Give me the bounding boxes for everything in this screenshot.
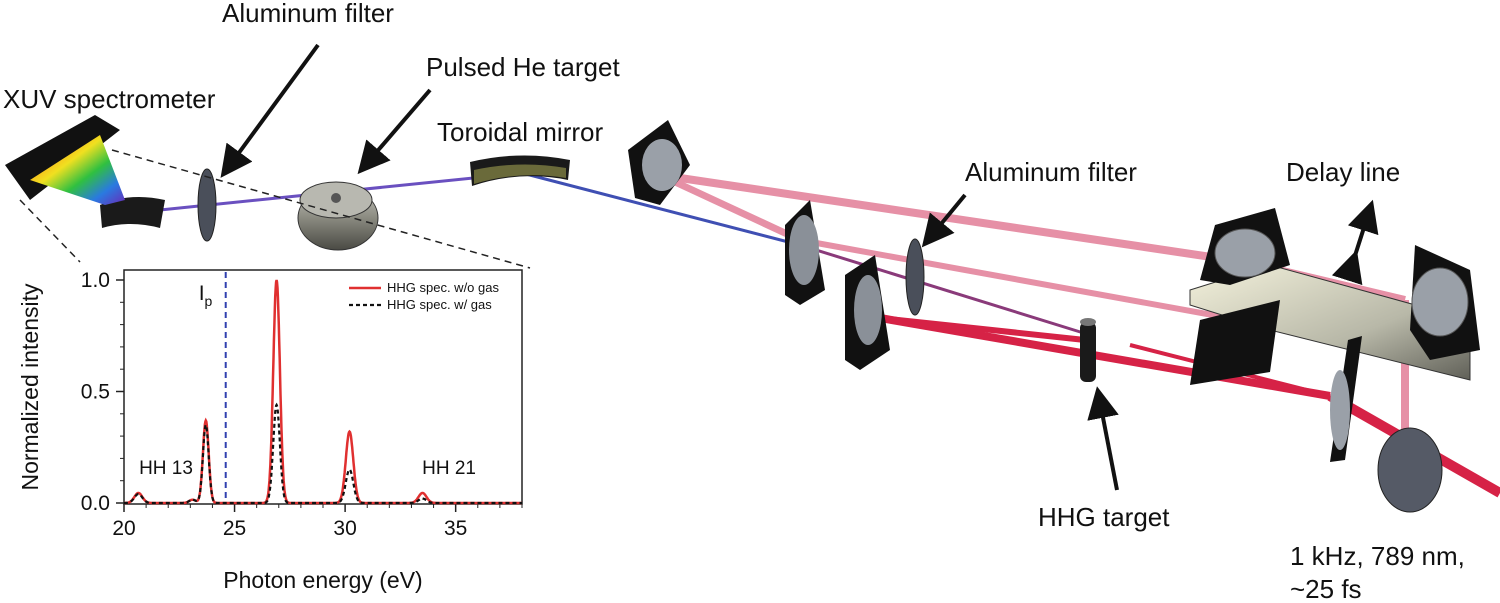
- pink-beam-4: [658, 171, 802, 244]
- label-toroidal-mirror: Toroidal mirror: [437, 117, 603, 147]
- xuv-beam-1: [799, 243, 1091, 337]
- zoom-line-bottom: [19, 199, 81, 263]
- legend-label-without-gas: HHG spec. w/o gas: [387, 280, 499, 295]
- delay-mirror-1-face: [1214, 228, 1276, 278]
- y-tick-label: 0.5: [81, 381, 110, 404]
- label-delay-line: Delay line: [1286, 157, 1400, 187]
- middle-optics: [628, 120, 1096, 382]
- delay-line-assembly: [1189, 208, 1480, 513]
- arrow-he-target: [357, 88, 432, 175]
- x-tick-label: 25: [223, 517, 246, 540]
- label-aluminum-filter-2: Aluminum filter: [965, 157, 1137, 187]
- mirror-a-face: [642, 139, 682, 191]
- arrow-aluminum-filter-1: [220, 43, 320, 178]
- label-xuv-spectrometer: XUV spectrometer: [3, 84, 216, 114]
- label-aluminum-filter-1: Aluminum filter: [222, 0, 394, 28]
- harmonic-label: HH 21: [422, 458, 476, 479]
- steering-mirror-face: [1330, 370, 1350, 450]
- hhg-target-top: [1080, 318, 1096, 326]
- input-mirror: [1377, 427, 1443, 513]
- y-tick-label: 1.0: [81, 269, 110, 292]
- red-beam-to-focus: [879, 314, 1331, 400]
- label-laser-line-2: ~25 fs: [1290, 574, 1362, 603]
- mirror-b-face: [789, 215, 819, 285]
- mirror-c-face: [854, 275, 882, 345]
- x-tick-label: 35: [444, 517, 467, 540]
- red-beam-return: [879, 315, 1086, 343]
- arrow-delay-line: [1331, 199, 1379, 286]
- xuv-beam-2: [521, 171, 801, 247]
- zoom-line-top: [111, 149, 531, 269]
- pink-beam-5: [799, 237, 1241, 323]
- y-tick-label: 0.0: [81, 492, 110, 515]
- left-optics: [5, 115, 570, 251]
- x-tick-label: 30: [333, 517, 356, 540]
- label-pulsed-he-target: Pulsed He target: [426, 52, 620, 82]
- arrow-aluminum-filter-2: [921, 193, 967, 248]
- he-target-nozzle: [331, 193, 341, 203]
- spectrometer-grating: [100, 196, 165, 228]
- y-axis-ticks: 0.0 0.5 1.0: [81, 269, 124, 515]
- plot-frame: [123, 269, 523, 505]
- harmonic-label: HH 13: [139, 458, 193, 479]
- labels: XUV spectrometer Aluminum filter Pulsed …: [3, 0, 1465, 603]
- legend: HHG spec. w/o gas HHG spec. w/ gas: [349, 280, 499, 312]
- x-axis-ticks: 20 25 30 35: [112, 504, 523, 540]
- toroidal-mirror-face: [474, 164, 566, 184]
- x-axis-label: Photon energy (eV): [223, 567, 422, 593]
- hhg-target-shape: [1080, 322, 1096, 382]
- arrow-hhg-target: [1087, 386, 1119, 491]
- x-tick-label: 20: [112, 517, 135, 540]
- label-hhg-target: HHG target: [1038, 502, 1170, 532]
- label-laser-line-1: 1 kHz, 789 nm,: [1290, 541, 1465, 571]
- delay-mirror-2-face: [1411, 267, 1469, 337]
- aluminum-filter-2-shape: [905, 238, 925, 316]
- legend-label-with-gas: HHG spec. w/ gas: [387, 297, 492, 312]
- aluminum-filter-1-shape: [197, 168, 217, 242]
- label-arrows: [220, 43, 1379, 491]
- series-hhg-with-gas: [124, 402, 522, 505]
- spectrometer-rainbow: [30, 135, 125, 205]
- harmonic-annotations: HH 13 HH 21: [139, 458, 476, 479]
- y-axis-label: Normalized intensity: [17, 283, 43, 491]
- delay-mirror-3: [1190, 300, 1280, 385]
